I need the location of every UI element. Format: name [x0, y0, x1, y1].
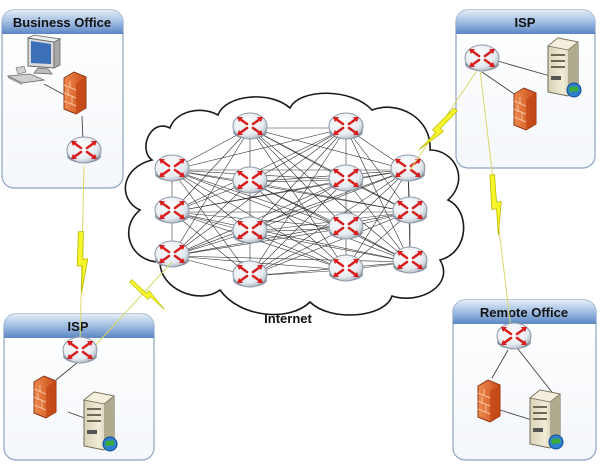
mesh-link	[171, 255, 411, 263]
router-icon	[389, 153, 427, 183]
router-icon	[495, 321, 533, 351]
mesh-link	[249, 127, 347, 229]
mesh-link	[171, 179, 347, 257]
router-icon	[463, 43, 501, 73]
mesh-link	[345, 127, 411, 213]
mesh-link	[171, 169, 409, 257]
router-icon	[391, 245, 429, 275]
router-icon	[153, 153, 191, 183]
isp-bottom-left-panel: ISP	[3, 313, 155, 461]
mesh-link	[249, 127, 347, 277]
router-icon	[327, 211, 365, 241]
router-icon	[391, 195, 429, 225]
mesh-link	[345, 179, 411, 263]
mesh-link	[249, 127, 411, 213]
mesh-link	[249, 231, 411, 263]
mesh-link	[171, 127, 347, 257]
business-office-title: Business Office	[13, 15, 111, 30]
mesh-link	[171, 181, 251, 257]
router-icon	[153, 195, 191, 225]
mesh-link	[171, 169, 347, 229]
mesh-link	[171, 127, 251, 213]
mesh-link	[249, 211, 411, 277]
router-icon	[231, 165, 269, 195]
mesh-link	[249, 127, 411, 263]
firewall-icon	[33, 375, 57, 419]
mesh-link	[249, 127, 347, 183]
router-icon	[327, 111, 365, 141]
mesh-link	[249, 227, 347, 277]
mesh-link	[171, 127, 251, 257]
desktop-computer-icon	[6, 34, 62, 85]
internet-mesh-links	[171, 127, 411, 277]
internet-label: Internet	[264, 311, 312, 326]
mesh-link	[171, 169, 409, 213]
mesh-link	[249, 127, 347, 233]
mesh-link	[345, 169, 409, 271]
router-icon	[65, 135, 103, 165]
router-icon	[327, 163, 365, 193]
mesh-link	[249, 181, 411, 213]
lightning-link-icon	[75, 230, 90, 294]
mesh-link	[345, 127, 411, 263]
firewall-icon	[477, 379, 501, 423]
mesh-link	[171, 169, 251, 277]
firewall-icon	[513, 87, 537, 131]
firewall-icon	[63, 71, 87, 115]
lightning-link-icon	[486, 173, 507, 237]
mesh-link	[249, 179, 347, 277]
remote-office-panel: Remote Office	[452, 299, 597, 461]
mesh-link	[171, 127, 347, 171]
router-icon	[327, 253, 365, 283]
mesh-link	[249, 127, 347, 271]
mesh-link	[249, 169, 409, 233]
router-icon	[231, 215, 269, 245]
router-icon	[231, 111, 269, 141]
mesh-link	[171, 211, 411, 257]
mesh-link	[171, 227, 347, 257]
remote-office-title: Remote Office	[480, 305, 568, 320]
server-icon	[547, 37, 582, 98]
isp-top-right-title: ISP	[515, 15, 536, 30]
mesh-link	[249, 127, 409, 171]
isp-bottom-left-title: ISP	[68, 319, 89, 334]
router-icon	[153, 239, 191, 269]
mesh-link	[249, 179, 347, 233]
server-icon	[529, 389, 564, 450]
router-icon	[61, 335, 99, 365]
router-icon	[231, 259, 269, 289]
server-icon	[83, 391, 118, 452]
lightning-link-icon	[127, 277, 169, 312]
business-office-panel: Business Office	[1, 9, 124, 189]
